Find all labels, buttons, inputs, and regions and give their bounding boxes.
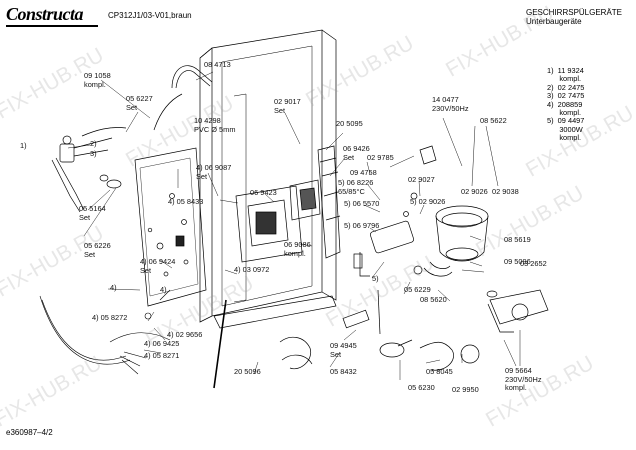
part-label: 05 6229 — [404, 285, 431, 294]
part-label: 05 6230 — [408, 383, 435, 392]
part-label: 02 9950 — [452, 385, 479, 394]
part-label: 08 4713 — [204, 60, 231, 69]
legend-item: 2) 02 2475 — [547, 82, 585, 92]
part-label: 14 0477 230V/50Hz — [432, 95, 469, 113]
part-label: 5) 06 5570 — [344, 199, 380, 208]
part-label: 4) 05 8433 — [168, 197, 204, 206]
part-label: 08 5622 — [480, 116, 507, 125]
legend-item: 3) 02 7475 — [547, 91, 585, 101]
part-label: 06 9423 — [250, 188, 277, 197]
part-label: 02 9026 — [461, 187, 488, 196]
part-label: 05 6226 Set — [84, 241, 111, 259]
part-label: 02 9785 — [367, 153, 394, 162]
dispenser-assembly — [235, 179, 321, 263]
legend-item: 3000W — [547, 124, 583, 134]
drain-pump — [486, 289, 549, 333]
part-label: 09 5096 — [504, 257, 531, 266]
part-label: 06 9426 Set — [343, 144, 370, 162]
part-label: 02 9038 — [492, 187, 519, 196]
part-label: 4) — [110, 283, 117, 292]
part-label: 09 4945 Set — [330, 341, 357, 359]
brand-underline — [6, 25, 98, 27]
part-label: 5) 02 9026 — [410, 197, 446, 206]
part-label: 5) — [372, 274, 379, 283]
appliance-category: GESCHIRRSPÜLGERÄTE — [526, 8, 623, 17]
bottom-hoses — [213, 289, 480, 389]
part-label: 06 9086 kompl. — [284, 240, 311, 258]
part-label: 4) — [160, 285, 167, 294]
part-label: 05 5164 Set — [79, 204, 106, 222]
part-label: 09 4758 — [350, 168, 377, 177]
part-label: 5) 06 8226 65/85°C — [338, 178, 374, 196]
part-label: 05 8045 — [426, 367, 453, 376]
heater-element — [317, 145, 341, 259]
legend-item: 4) 208859 — [547, 99, 583, 109]
part-label: 02 9017 Set — [274, 97, 301, 115]
part-label: 4) 03 0972 — [234, 265, 270, 274]
part-label: 08 5619 — [504, 235, 531, 244]
part-label: 05 6227 Set — [126, 94, 153, 112]
legend-item: kompl. — [547, 108, 582, 118]
part-label: 05 8432 — [330, 367, 357, 376]
part-label: 4) 06 9425 — [144, 339, 180, 348]
part-label: 09 5664 230V/50Hz kompl. — [505, 366, 542, 393]
legend-item: kompl. — [547, 133, 582, 143]
brand-logo: Constructa — [6, 4, 84, 24]
appliance-subcategory: Unterbaugeräte — [526, 17, 582, 26]
valve-cluster — [51, 127, 127, 213]
part-label: 20 5095 — [336, 119, 363, 128]
part-label: 03 2652 — [520, 259, 547, 268]
top-hose — [153, 65, 213, 131]
part-label: 20 5096 — [234, 367, 261, 376]
part-label: 02 9027 — [408, 175, 435, 184]
wiring-harness — [39, 289, 171, 375]
part-label: 3) — [90, 149, 97, 158]
footnote-legend: 1) 11 9324 kompl. 2) 02 2475 3) 02 7475 … — [547, 66, 585, 143]
part-label: 09 1058 kompl. — [84, 71, 111, 89]
part-label: 5) 06 9796 — [344, 221, 380, 230]
pressure-switch — [353, 145, 437, 277]
part-label: 4) 05 8271 — [144, 351, 180, 360]
part-label: 1) — [20, 141, 27, 150]
side-panel — [134, 147, 207, 307]
part-label: 08 5620 — [420, 295, 447, 304]
part-label: 4) 06 9087 Set — [196, 163, 232, 181]
part-label: 2) — [90, 139, 97, 148]
part-label: 4) 02 9656 — [167, 330, 203, 339]
tub-frame — [199, 29, 337, 329]
part-label: 4) 05 8272 — [92, 313, 128, 322]
part-label: 10 4298 PVC Ø 5mm — [194, 116, 236, 134]
legend-item: kompl. — [547, 74, 582, 84]
leader-lines — [67, 71, 521, 380]
part-label: 4) 06 9424 Set — [140, 257, 176, 275]
legend-item: 1) 11 9324 — [547, 66, 584, 75]
sump-assembly — [413, 205, 489, 277]
legend-item: 5) 09 4497 — [547, 116, 585, 126]
model-number: CP312J1/03-V01,braun — [108, 11, 192, 20]
drawing-reference: e360987–4/2 — [6, 428, 53, 437]
